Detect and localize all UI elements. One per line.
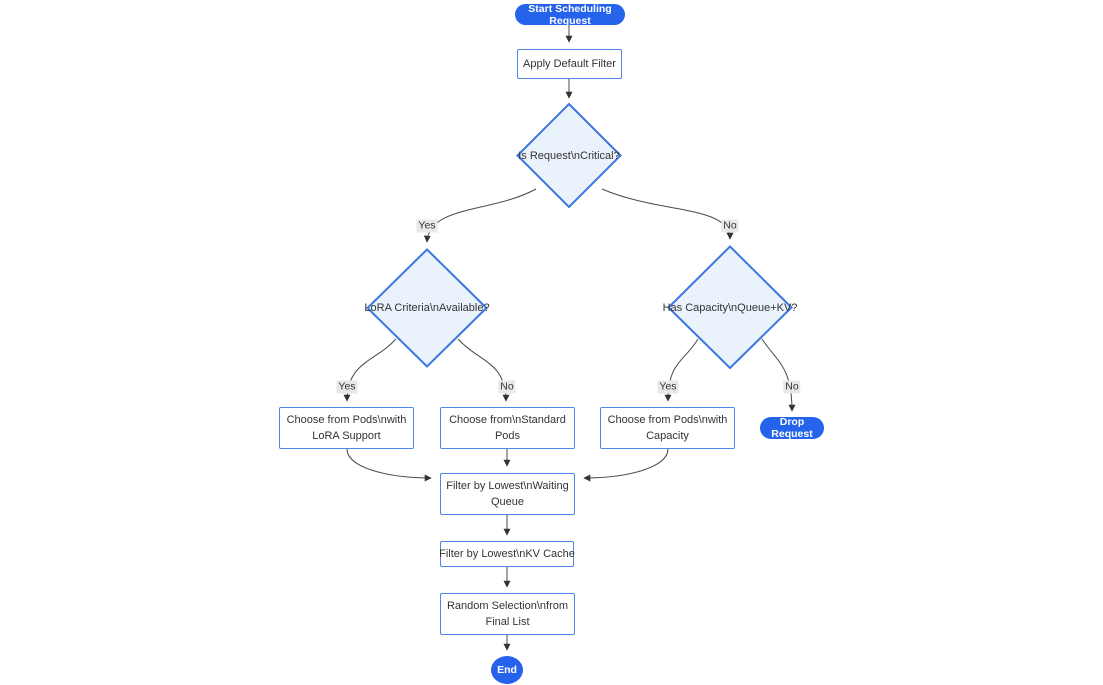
edge-capacity-no	[761, 338, 796, 412]
apply-default-filter-node: Apply Default Filter	[517, 49, 622, 79]
filter-kv-cache-node: Filter by Lowest\nKV Cache	[439, 541, 575, 567]
edge-label-critical-yes: Yes	[416, 219, 438, 233]
edge-critical-yes	[423, 188, 537, 243]
is-critical-label: Is Request\nCritical?	[518, 150, 620, 162]
edge-critical-no	[601, 188, 734, 240]
end-node: End	[491, 656, 523, 684]
edge-capacitypods-to-filterwaiting	[583, 448, 669, 482]
choose-capacity-pods-node: Choose from Pods\nwith Capacity	[600, 407, 735, 449]
has-capacity-diamond	[667, 245, 793, 370]
random-selection-node: Random Selection\nfrom Final List	[440, 593, 575, 635]
edge-label-lora-no: No	[498, 380, 516, 394]
edge-label-lora-yes: Yes	[336, 380, 358, 394]
choose-standard-pods-node: Choose from\nStandard Pods	[440, 407, 575, 449]
has-capacity-label: Has Capacity\nQueue+KV?	[662, 302, 798, 314]
is-critical-diamond	[516, 102, 622, 209]
edge-label-capacity-yes: Yes	[657, 380, 679, 394]
start-node: Start Scheduling Request	[515, 3, 625, 27]
edge-label-capacity-no: No	[783, 380, 801, 394]
filter-waiting-queue-node: Filter by Lowest\nWaiting Queue	[440, 473, 575, 515]
lora-criteria-label: LoRA Criteria\nAvailable?	[364, 302, 490, 314]
edge-lorapods-to-filterwaiting	[346, 448, 432, 482]
choose-lora-pods-node: Choose from Pods\nwith LoRA Support	[279, 407, 414, 449]
edge-label-critical-no: No	[721, 219, 739, 233]
drop-request-node: Drop Request	[760, 416, 824, 440]
lora-criteria-diamond	[366, 248, 488, 368]
